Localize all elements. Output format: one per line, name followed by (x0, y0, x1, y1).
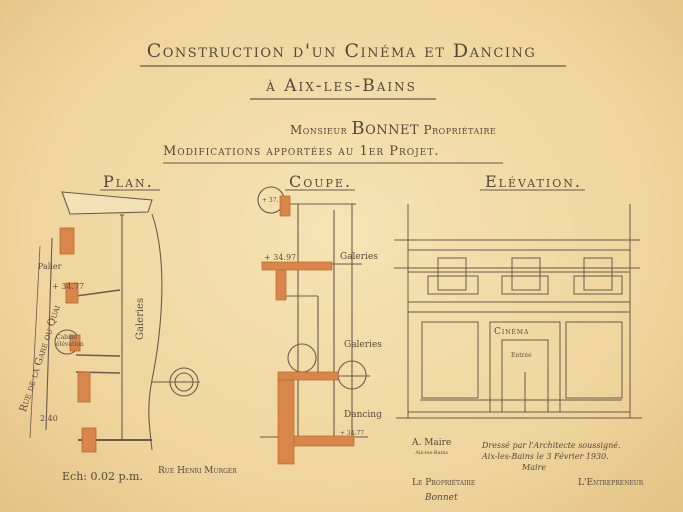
plan-view (29, 191, 200, 451)
cinema-sign: Cinéma (494, 327, 530, 337)
owner-signature: Bonnet (425, 493, 458, 503)
drawing-title: Construction d'un Cinéma et Dancing (146, 40, 537, 62)
section-view (257, 186, 370, 440)
stamp-sub: Aix-les-Bains (415, 450, 448, 456)
plan-columns (59, 227, 97, 453)
drawn-by-line2: Aix-les-Bains le 3 Février 1930. (482, 452, 609, 461)
elevation-view (394, 204, 642, 419)
scale-label: Ech: 0.02 p.m. (62, 470, 143, 483)
entrepreneur-label: L'Entrepreneur (578, 478, 644, 488)
owner-name: Bonnet (351, 118, 420, 139)
section-level-mid: + 37. (262, 197, 279, 204)
section-galeries-top: Galeries (340, 252, 378, 262)
proprietaire-label: Le Propriétaire (412, 478, 476, 488)
plan-heading: Plan. (103, 172, 154, 191)
cabine-label: Cabine élévation (56, 334, 84, 348)
plan-dim-2: + 34.77 (52, 282, 85, 291)
elevation-heading: Elévation. (485, 172, 582, 191)
entrance-label: Entrée (511, 352, 532, 359)
section-heading: Coupe. (289, 172, 353, 191)
owner-suffix: Propriétaire (423, 123, 497, 137)
architect-signature: Maire (522, 463, 547, 472)
modifications-heading: Modifications apportées au 1er Projet. (163, 144, 440, 159)
section-hatching (261, 195, 355, 465)
section-dancing-label: Dancing (344, 410, 382, 420)
owner-prefix: Monsieur (290, 123, 348, 137)
owner-line: Monsieur Bonnet Propriétaire (290, 118, 496, 139)
street-label: Rue Henri Murger (158, 466, 237, 476)
drawn-by-line1: Dressé par l'Architecte soussigné. (482, 441, 621, 450)
drawn-by-block: Dressé par l'Architecte soussigné. Aix-l… (482, 440, 621, 473)
section-level-top: + 34.97 (264, 253, 297, 262)
section-galeries-mid: Galeries (344, 340, 382, 350)
stamp-name: A. Maire (412, 438, 452, 448)
palier-label: Palier (38, 262, 62, 271)
drawing-location: à Aix-les-Bains (266, 76, 417, 96)
section-level-dance: + 34.77 (340, 430, 365, 437)
architect-stamp: A. Maire Aix-les-Bains (412, 438, 451, 458)
plan-dim-1: 2.40 (40, 414, 58, 423)
plan-galeries-label: Galeries (135, 297, 146, 340)
